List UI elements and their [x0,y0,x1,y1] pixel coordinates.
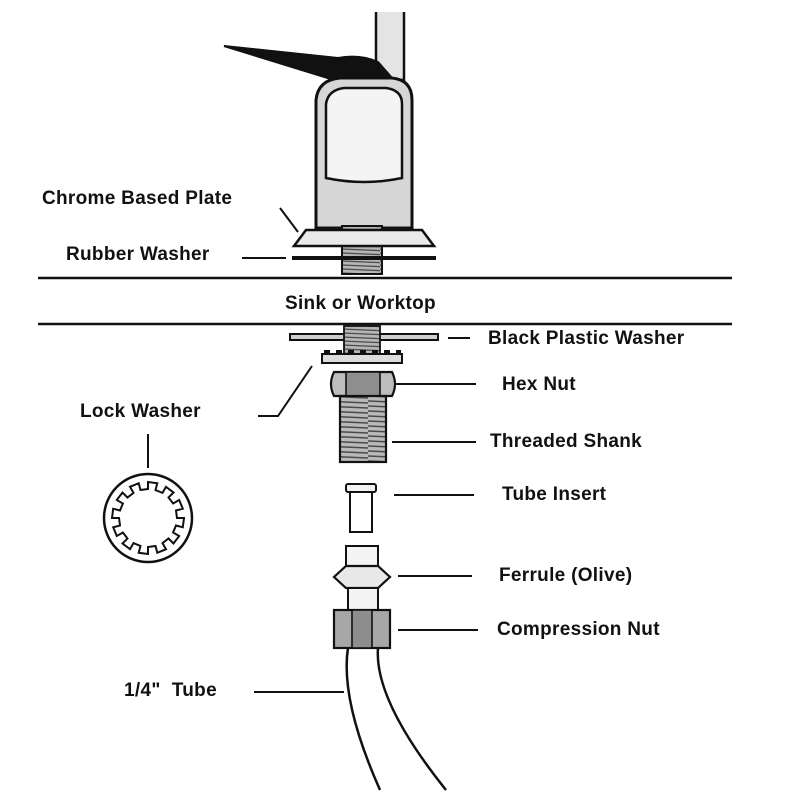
label-tube: 1/4" Tube [124,680,217,701]
faucet-lever-handle [223,45,395,82]
rubber-washer [292,256,436,260]
threaded-shank [338,394,388,464]
ferrule-olive [332,545,392,611]
sink-worktop-surface [38,276,732,326]
lock-washer-side [321,350,403,364]
label-lock-washer: Lock Washer [80,401,201,422]
label-sink-or-worktop: Sink or Worktop [285,293,436,314]
leader-chrome-plate [279,207,299,233]
faucet-body [314,76,414,230]
label-ferrule: Ferrule (Olive) [499,565,633,586]
leader-lock-washer [258,365,313,417]
tube-insert [345,483,377,533]
label-hex-nut: Hex Nut [502,374,576,395]
label-compression-nut: Compression Nut [497,619,660,640]
label-tube-insert: Tube Insert [502,484,607,505]
chrome-based-plate [291,228,437,248]
label-threaded-shank: Threaded Shank [490,431,643,452]
label-black-plastic-washer: Black Plastic Washer [488,328,685,349]
compression-nut [332,608,392,650]
quarter-inch-tube [345,647,447,791]
leader-lines [147,207,478,693]
label-chrome-based-plate: Chrome Based Plate [42,188,233,209]
hex-nut [329,370,397,398]
lock-washer-top-view [102,472,194,564]
label-rubber-washer: Rubber Washer [66,244,210,265]
